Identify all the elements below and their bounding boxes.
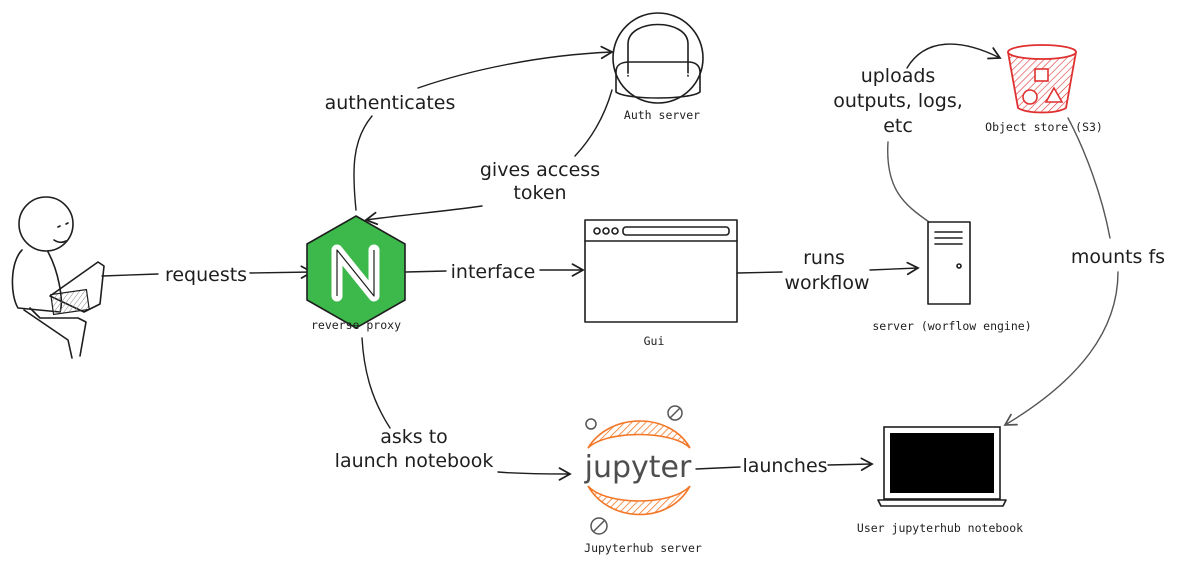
nginx-logo-icon [306,215,406,329]
nginx-label: reverse proxy [311,318,401,332]
notebook-node: User jupyterhub notebook [857,426,1023,535]
edge-label-runs: runs [803,247,845,269]
edge-label-requests: requests [165,264,247,286]
edge-label-interface: interface [451,261,536,283]
edge-label-launch-notebook: launch notebook [335,450,494,472]
s3-label: Object store (S3) [985,120,1103,134]
gui-label: Gui [644,334,665,348]
edge-mounts-fs [1003,117,1119,426]
person-with-laptop-icon [11,196,105,359]
edge-label-gives-access-1: gives access [480,159,600,181]
edge-asks-to-launch [361,337,572,481]
browser-window-icon [584,219,738,323]
laptop-icon [877,426,1007,507]
edge-label-launches: launches [742,455,827,477]
edge-interface [405,263,585,277]
server-tower-icon [927,221,971,305]
auth-label: Auth server [624,108,700,122]
edge-runs-workflow [736,261,920,276]
edge-label-authenticates: authenticates [325,92,456,114]
edge-uploads [887,43,1002,223]
edge-label-workflow: workflow [784,272,869,294]
jupyter-logo-icon: jupyter [584,405,692,535]
edge-authenticates [353,45,614,211]
padlock-icon [612,12,704,104]
edge-gives-access-token [364,89,613,226]
server-node: server (worflow engine) [872,221,1032,333]
jupyter-wordmark: jupyter [584,450,692,485]
bucket-icon [1007,44,1077,114]
gui-node: Gui [584,219,738,348]
s3-node: Object store (S3) [985,44,1103,134]
edge-label-uploads-1: uploads [861,65,936,87]
jupyterhub-label: Jupyterhub server [584,541,702,555]
edge-label-uploads-3: etc [883,115,913,137]
jupyterhub-node: jupyter Jupyterhub server [584,405,702,555]
auth-node: Auth server [612,12,704,122]
nginx-node: reverse proxy [306,215,406,332]
edge-requests [101,265,314,279]
edge-launches [695,457,874,471]
edge-label-uploads-2: outputs, logs, [833,90,963,112]
edge-label-asks-to: asks to [380,426,448,448]
edge-label-gives-access-2: token [513,182,566,204]
edge-label-mounts-fs: mounts fs [1071,246,1165,268]
server-label: server (worflow engine) [872,319,1031,333]
notebook-label: User jupyterhub notebook [857,521,1023,535]
